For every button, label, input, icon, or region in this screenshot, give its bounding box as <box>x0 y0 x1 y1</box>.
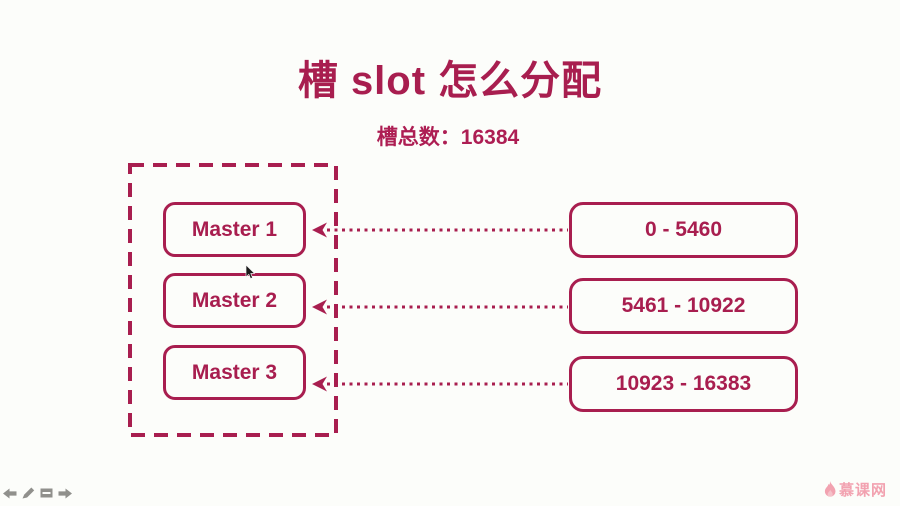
arrow-range1-to-master1 <box>312 222 568 238</box>
presenter-controls <box>3 487 72 499</box>
slot-range-1-label: 0 - 5460 <box>644 218 723 241</box>
slot-range-1-box: 0 - 5460 <box>569 202 798 258</box>
master-1-box: Master 1 <box>163 202 306 257</box>
slot-range-2-box: 5461 - 10922 <box>569 278 798 334</box>
master-3-box: Master 3 <box>163 345 306 400</box>
imooc-watermark-text: 慕课网 <box>838 482 887 499</box>
previous-slide-arrow-icon[interactable] <box>3 488 17 499</box>
arrow-range3-to-master3 <box>312 376 568 392</box>
imooc-watermark: 慕课网 <box>824 479 887 500</box>
slot-range-2-label: 5461 - 10922 <box>621 294 746 317</box>
next-slide-arrow-icon[interactable] <box>58 488 72 499</box>
master-1-label: Master 1 <box>191 217 278 241</box>
arrow-range2-to-master2 <box>312 299 568 315</box>
master-2-label: Master 2 <box>191 288 278 312</box>
slide-menu-icon[interactable] <box>40 488 53 498</box>
slot-range-3-label: 10923 - 16383 <box>615 372 752 395</box>
slide-title: 槽 slot 怎么分配 <box>297 59 603 103</box>
slot-range-3-box: 10923 - 16383 <box>569 356 798 412</box>
master-2-box: Master 2 <box>163 273 306 328</box>
slots-total-label: 槽总数：16384 <box>376 126 520 149</box>
master-3-label: Master 3 <box>191 360 278 384</box>
imooc-flame-icon <box>824 481 836 497</box>
pen-tool-icon[interactable] <box>22 487 35 499</box>
